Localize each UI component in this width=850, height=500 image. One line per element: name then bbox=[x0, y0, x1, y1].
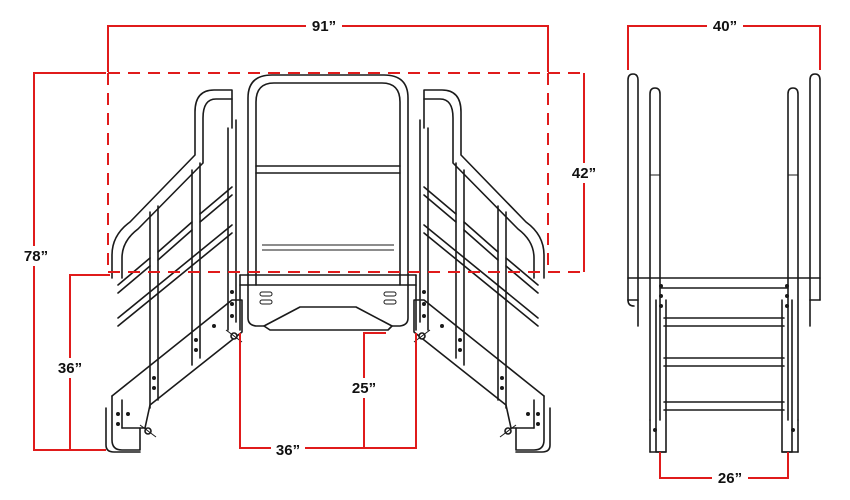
dim-platform-height: 36” bbox=[58, 360, 82, 377]
front-dimensions: 91” 42” 78” 36” 36” 25” bbox=[18, 16, 602, 459]
dim-side-inner-width: 26” bbox=[718, 470, 742, 487]
dim-overall-height: 78” bbox=[24, 248, 48, 265]
dim-handrail-height: 42” bbox=[572, 165, 596, 182]
right-stair-assembly bbox=[413, 89, 551, 453]
side-dimensions: 40” 26” bbox=[627, 16, 821, 488]
left-stair-assembly bbox=[105, 89, 243, 453]
dim-overall-width: 91” bbox=[312, 18, 336, 35]
side-view: 40” 26” bbox=[627, 16, 821, 488]
dim-platform-width: 36” bbox=[276, 442, 300, 459]
dim-side-overall-width: 40” bbox=[713, 18, 737, 35]
front-view: 91” 42” 78” 36” 36” 25” bbox=[18, 16, 602, 459]
dim-step-to-platform: 25” bbox=[352, 380, 376, 397]
center-platform bbox=[239, 74, 417, 331]
